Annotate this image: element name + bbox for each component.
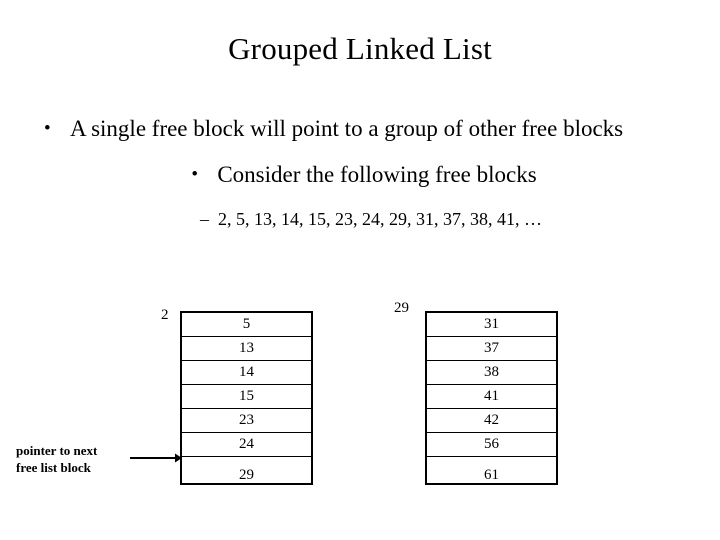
block-entry: 41 <box>427 385 556 409</box>
free-block-table-2[interactable]: 31 37 38 41 42 56 61 <box>425 311 558 485</box>
arrow-right-icon <box>130 453 182 463</box>
bullet-marker-icon: • <box>191 164 198 185</box>
bullet-item-2: • Consider the following free blocks <box>44 160 684 190</box>
block-entry: 13 <box>182 337 311 361</box>
bullet-list: • A single free block will point to a gr… <box>44 114 684 232</box>
block-entry: 38 <box>427 361 556 385</box>
pointer-annotation-line-1: pointer to next <box>16 443 98 458</box>
block-entry: 23 <box>182 409 311 433</box>
pointer-annotation-line-2: free list block <box>16 460 91 475</box>
free-block-table-1[interactable]: 5 13 14 15 23 24 29 <box>180 311 313 485</box>
block-entry: 37 <box>427 337 556 361</box>
bullet-item-1-text: A single free block will point to a grou… <box>70 116 624 141</box>
sub-bullet-marker-icon: – <box>200 209 209 229</box>
block-entry-pointer: 61 <box>484 466 499 483</box>
bullet-marker-icon: • <box>44 118 51 139</box>
block-entry: 14 <box>182 361 311 385</box>
block-1-head-label: 2 <box>161 307 169 323</box>
pointer-annotation: pointer to next free list block <box>16 442 132 476</box>
page-title: Grouped Linked List <box>228 31 492 66</box>
block-2-head-label: 29 <box>394 300 409 316</box>
block-entry: 15 <box>182 385 311 409</box>
bullet-item-2-text: Consider the following free blocks <box>217 162 537 187</box>
sub-bullet-text: 2, 5, 13, 14, 15, 23, 24, 29, 31, 37, 38… <box>218 209 542 229</box>
block-entry: 31 <box>427 313 556 337</box>
block-entry: 56 <box>427 433 556 457</box>
block-entry: 42 <box>427 409 556 433</box>
sub-bullet-item: – 2, 5, 13, 14, 15, 23, 24, 29, 31, 37, … <box>44 206 684 232</box>
block-entry: 24 <box>182 433 311 457</box>
bullet-item-1: • A single free block will point to a gr… <box>44 114 684 144</box>
block-entry-pointer: 29 <box>239 466 254 483</box>
block-entry: 5 <box>182 313 311 337</box>
